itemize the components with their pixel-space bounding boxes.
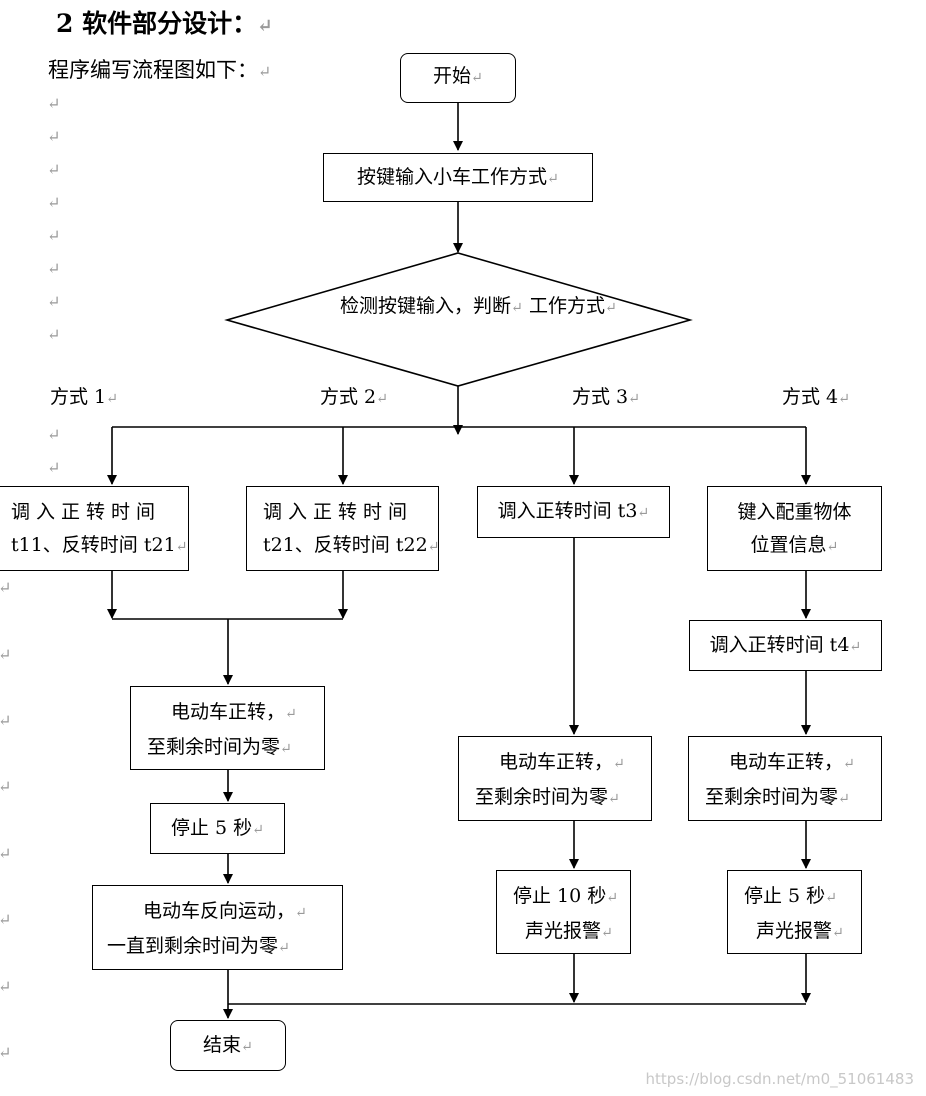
mode4-input-box: 键入配重物体 位置信息↵: [707, 486, 882, 571]
mode1-load-box: 调入正转时间 t11、反转时间 t21↵: [0, 486, 189, 571]
paragraph-mark: ↵: [0, 777, 12, 796]
stop-3-box: 停止 10 秒↵ 声光报警↵: [496, 870, 631, 954]
paragraph-mark: ↵: [0, 578, 12, 597]
paragraph-mark: ↵: [47, 292, 61, 311]
input-mode-box: 按键输入小车工作方式↵: [323, 153, 593, 202]
paragraph-mark: ↵: [47, 425, 61, 444]
paragraph-mark: ↵: [0, 1043, 12, 1062]
paragraph-mark: ↵: [47, 325, 61, 344]
paragraph-mark: ↵: [0, 711, 12, 730]
paragraph-mark: ↵: [47, 226, 61, 245]
paragraph-mark: ↵: [47, 160, 61, 179]
forward-a-box: 电动车正转，↵ 至剩余时间为零↵: [130, 686, 325, 770]
paragraph-mark: ↵: [47, 458, 61, 477]
branch-label-2: 方式 2↵: [320, 386, 389, 408]
branch-label-4: 方式 4↵: [782, 386, 851, 408]
paragraph-mark: ↵: [0, 977, 12, 996]
mode2-load-box: 调入正转时间 t21、反转时间 t22↵: [246, 486, 440, 571]
start-node: 开始↵: [400, 53, 516, 103]
forward-3-box: 电动车正转，↵ 至剩余时间为零↵: [458, 736, 652, 821]
paragraph-mark: ↵: [0, 645, 12, 664]
reverse-a-box: 电动车反向运动，↵ 一直到剩余时间为零↵: [92, 885, 343, 970]
decision-text: 检测按键输入，判断↵ 工作方式↵: [340, 295, 617, 317]
branch-label-1: 方式 1↵: [50, 386, 119, 408]
end-node: 结束↵: [170, 1020, 286, 1071]
paragraph-mark: ↵: [47, 193, 61, 212]
stop-4-box: 停止 5 秒↵ 声光报警↵: [727, 870, 862, 954]
mode4-load-box: 调入正转时间 t4↵: [689, 620, 882, 671]
intro-text: 程序编写流程图如下：↵: [48, 58, 272, 82]
forward-4-box: 电动车正转，↵ 至剩余时间为零↵: [688, 736, 882, 821]
watermark-url: https://blog.csdn.net/m0_51061483: [645, 1070, 914, 1088]
paragraph-mark: ↵: [0, 910, 12, 929]
paragraph-mark: ↵: [0, 844, 12, 863]
mode3-load-box: 调入正转时间 t3↵: [477, 486, 670, 538]
paragraph-mark: ↵: [47, 94, 61, 113]
paragraph-mark: ↵: [47, 259, 61, 278]
paragraph-mark: ↵: [47, 127, 61, 146]
section-heading: 2 软件部分设计：↵: [56, 9, 273, 38]
branch-label-3: 方式 3↵: [572, 386, 641, 408]
stop-a-box: 停止 5 秒↵: [150, 803, 285, 854]
